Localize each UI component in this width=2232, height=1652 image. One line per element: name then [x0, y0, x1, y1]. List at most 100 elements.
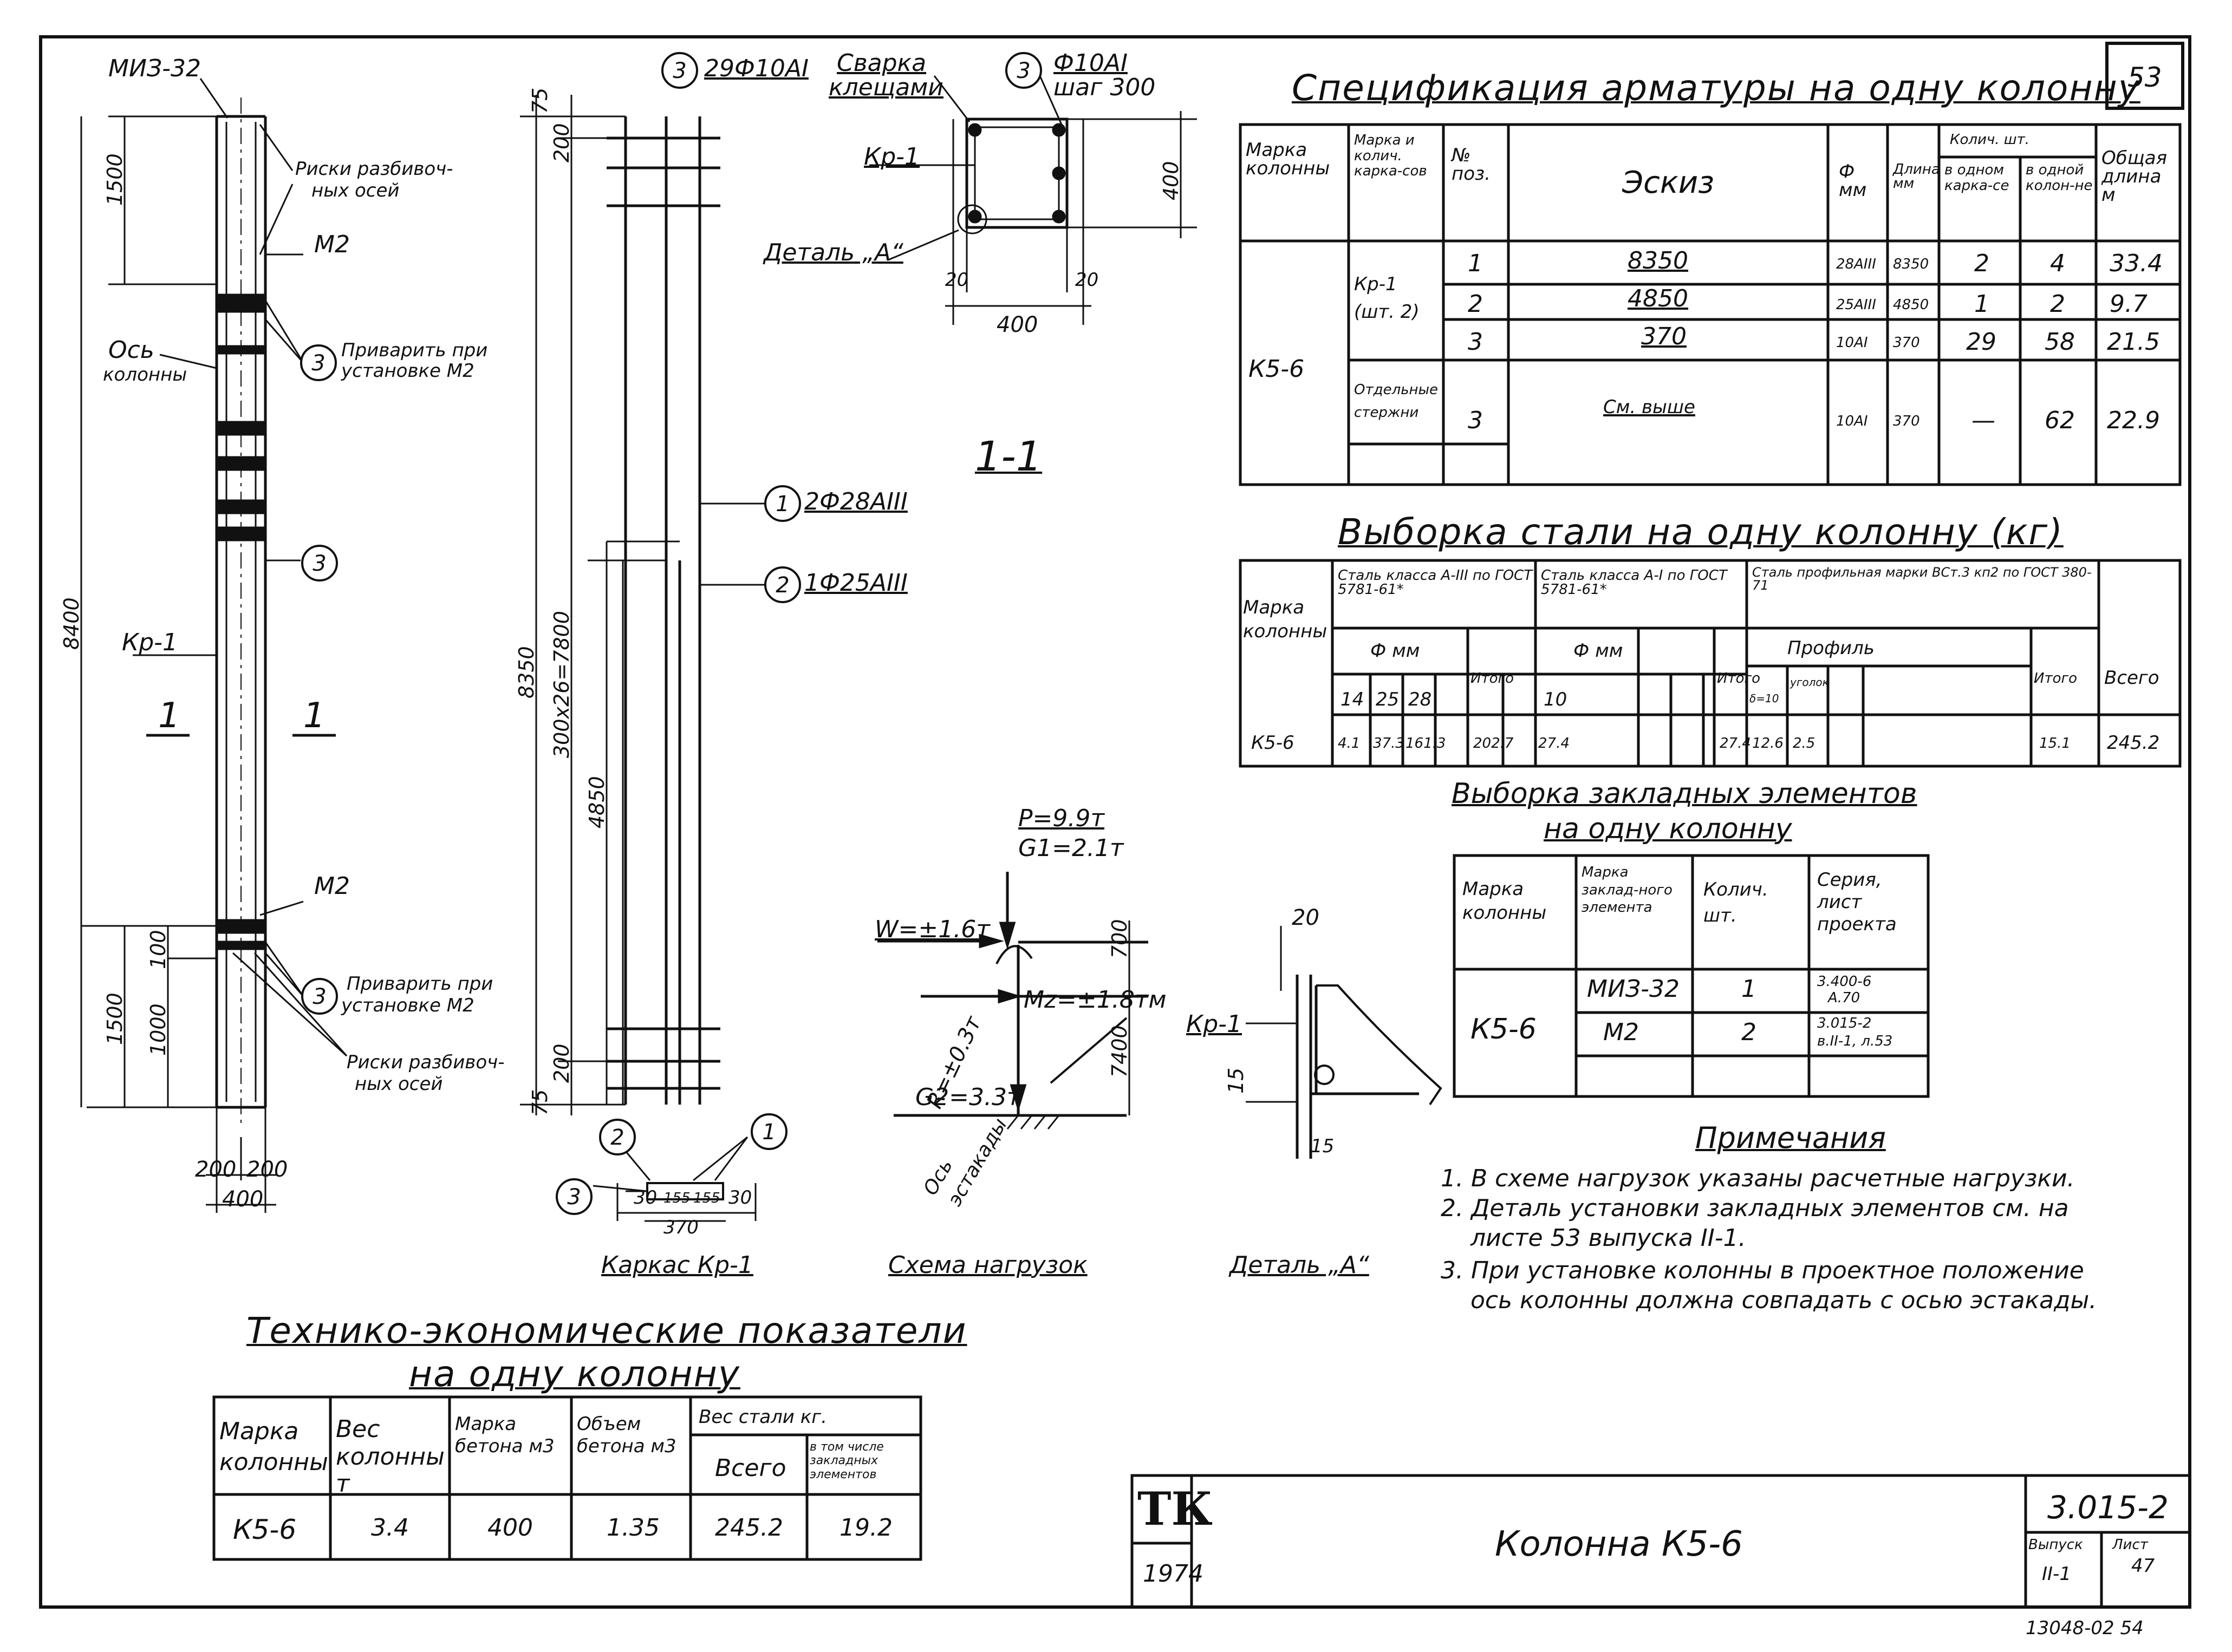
dim-200-bottom: 200	[550, 1043, 574, 1083]
steel-h-total: Всего	[2104, 667, 2159, 689]
spec-r4-dia: 10АI	[1836, 413, 1868, 429]
tech-r-weight: 3.4	[371, 1514, 409, 1542]
page-number-box	[2105, 42, 2184, 110]
load-g1: G1=2.1т	[1018, 834, 1124, 862]
steel-h-itogo-3: Итого	[2034, 670, 2078, 687]
stamp-issue-label: Выпуск	[2028, 1537, 2083, 1553]
note-1: 1. В схеме нагрузок указаны расчетные на…	[1441, 1165, 2075, 1192]
spec-h-cagemark: Марка и колич. карка-сов	[1354, 132, 1427, 180]
spec-r2-len: 4850	[1893, 297, 1929, 313]
dim-400-horizontal: 400	[997, 312, 1038, 337]
spec-h-percol: в одной колон-не	[2026, 162, 2093, 194]
spec-r4-percage: —	[1971, 407, 1995, 434]
spec-r4-pos: 3	[1468, 407, 1483, 434]
marker-cage-2: 2	[776, 573, 789, 598]
spec-colmark: К5-6	[1248, 355, 1305, 383]
spec-h-colmark: Марка колонны	[1246, 139, 1330, 179]
stamp-title: Колонна К5-6	[1495, 1524, 1743, 1564]
label-miz32: МИЗ-32	[108, 55, 201, 82]
spec-r1-dia: 28АIII	[1836, 256, 1876, 272]
tech-h-weight: Вес колонны т	[336, 1415, 445, 1498]
label-m2-top: М2	[314, 231, 350, 258]
load-scheme	[877, 872, 1148, 1129]
embed-title-2: на одну колонну	[1544, 813, 1792, 845]
marker-3a: 3	[311, 351, 325, 376]
spec-r2-sketch: 4850	[1628, 285, 1688, 312]
tech-h-colmark: Марка колонны	[219, 1418, 328, 1477]
marker-cage-3: 3	[673, 58, 686, 83]
steel-r-colmark: К5-6	[1251, 732, 1294, 754]
detail-dim-15: 15	[1311, 1135, 1335, 1157]
dim-1000: 1000	[146, 1003, 170, 1056]
dim-20-right: 20	[1075, 269, 1099, 291]
sheet-frame	[39, 35, 2191, 1609]
tech-title-2: на одну колонну	[409, 1353, 740, 1395]
spec-h-qty: Колич. шт.	[1950, 132, 2029, 148]
spec-r3-dia: 10АI	[1836, 335, 1868, 351]
marker-3b: 3	[313, 551, 326, 576]
note-2: 2. Деталь установки закладных элементов …	[1441, 1194, 2069, 1222]
embed-h-qty: Колич. шт.	[1703, 879, 1768, 926]
label-weld-2b: установке М2	[341, 995, 474, 1016]
steel-h-profile: Сталь профильная марки ВСт.3 кп2 по ГОСТ…	[1752, 565, 2092, 593]
steel-r-25: 37.3	[1373, 735, 1404, 752]
spec-r3-percage: 29	[1966, 328, 1996, 356]
spec-table	[1239, 123, 2182, 486]
position-marker-numbers: 3 3 3 3 3 1 2 2 1 3	[311, 58, 1030, 1210]
embed-h-colmark: Марка колонны	[1462, 878, 1547, 924]
embed-r1-mark: МИЗ-32	[1587, 975, 1680, 1003]
steel-h-fmm-1: Ф мм	[1370, 640, 1420, 662]
stamp-issue: II-1	[2042, 1563, 2071, 1585]
stamp-year: 1974	[1143, 1560, 1203, 1588]
steel-r-sum1: 202.7	[1473, 735, 1514, 752]
dim-1500-top: 1500	[103, 153, 127, 206]
spec-r2-dia: 25АIII	[1836, 297, 1876, 313]
section-mark-right: 1	[303, 696, 326, 736]
title-block	[1130, 1474, 2191, 1609]
steel-sub-25: 25	[1376, 689, 1400, 710]
marker-bottom-1: 1	[762, 1120, 776, 1145]
tech-h-all: Всего	[715, 1454, 786, 1482]
steel-h-a1: Сталь класса А-I по ГОСТ 5781-61*	[1541, 567, 1727, 598]
dim-400-vertical: 400	[1159, 161, 1183, 200]
steel-r-plate: 12.6	[1752, 735, 1784, 752]
dim-15-a: 15	[1224, 1068, 1248, 1094]
dim-370: 370	[663, 1217, 699, 1238]
steel-h-a3: Сталь класса А-III по ГОСТ 5781-61*	[1338, 567, 1533, 598]
stamp-sheet: 47	[2131, 1555, 2155, 1577]
marker-cage-1: 1	[776, 492, 789, 517]
notes-title: Примечания	[1695, 1121, 1886, 1155]
steel-sub-10: 10	[1544, 689, 1567, 710]
load-mz: Mz=±1.8тм	[1024, 986, 1167, 1014]
steel-sub-14: 14	[1340, 689, 1364, 710]
embed-h-series: Серия, лист проекта	[1817, 869, 1897, 935]
dim-200-right: 200	[246, 1157, 288, 1182]
dim-1500-bottom: 1500	[103, 992, 127, 1045]
embed-r1-series: 3.400-6	[1817, 974, 1872, 990]
embed-title-1: Выборка закладных элементов	[1452, 778, 1917, 810]
note-3-cont: ось колонны должна совпадать с осью эста…	[1470, 1287, 2097, 1314]
dim-200-left: 200	[195, 1157, 237, 1182]
label-risks-1b: ных осей	[311, 180, 400, 201]
label-risks-2b: ных осей	[355, 1073, 443, 1095]
spec-r1-len: 8350	[1893, 256, 1929, 272]
embed-h-mark: Марка заклад-ного элемента	[1582, 864, 1673, 916]
steel-r-14: 4.1	[1338, 735, 1361, 752]
steel-r-10: 27.4	[1538, 735, 1570, 752]
embed-colmark: К5-6	[1470, 1013, 1537, 1046]
label-axis-2: колонны	[103, 364, 187, 386]
steel-r-28: 161.3	[1405, 735, 1446, 752]
dim-155-a: 155	[663, 1190, 691, 1206]
spec-r3-total: 21.5	[2107, 328, 2160, 356]
spec-h-dia: Ф мм	[1839, 161, 1867, 201]
label-weld-2a: Приварить при	[347, 973, 493, 995]
steel-h-profile-sub: Профиль	[1787, 637, 1875, 659]
tech-title-1: Технико-экономические показатели	[246, 1310, 967, 1351]
dim-30-right: 30	[728, 1187, 752, 1209]
spec-r1-pos: 1	[1468, 250, 1483, 277]
dim-8400: 8400	[60, 597, 83, 650]
steel-h-itogo-1: Итого	[1470, 670, 1514, 687]
section-kr1: Кр-1	[864, 143, 920, 171]
spec-r1-percol: 4	[2050, 250, 2065, 277]
embed-r1-qty: 1	[1741, 975, 1756, 1003]
